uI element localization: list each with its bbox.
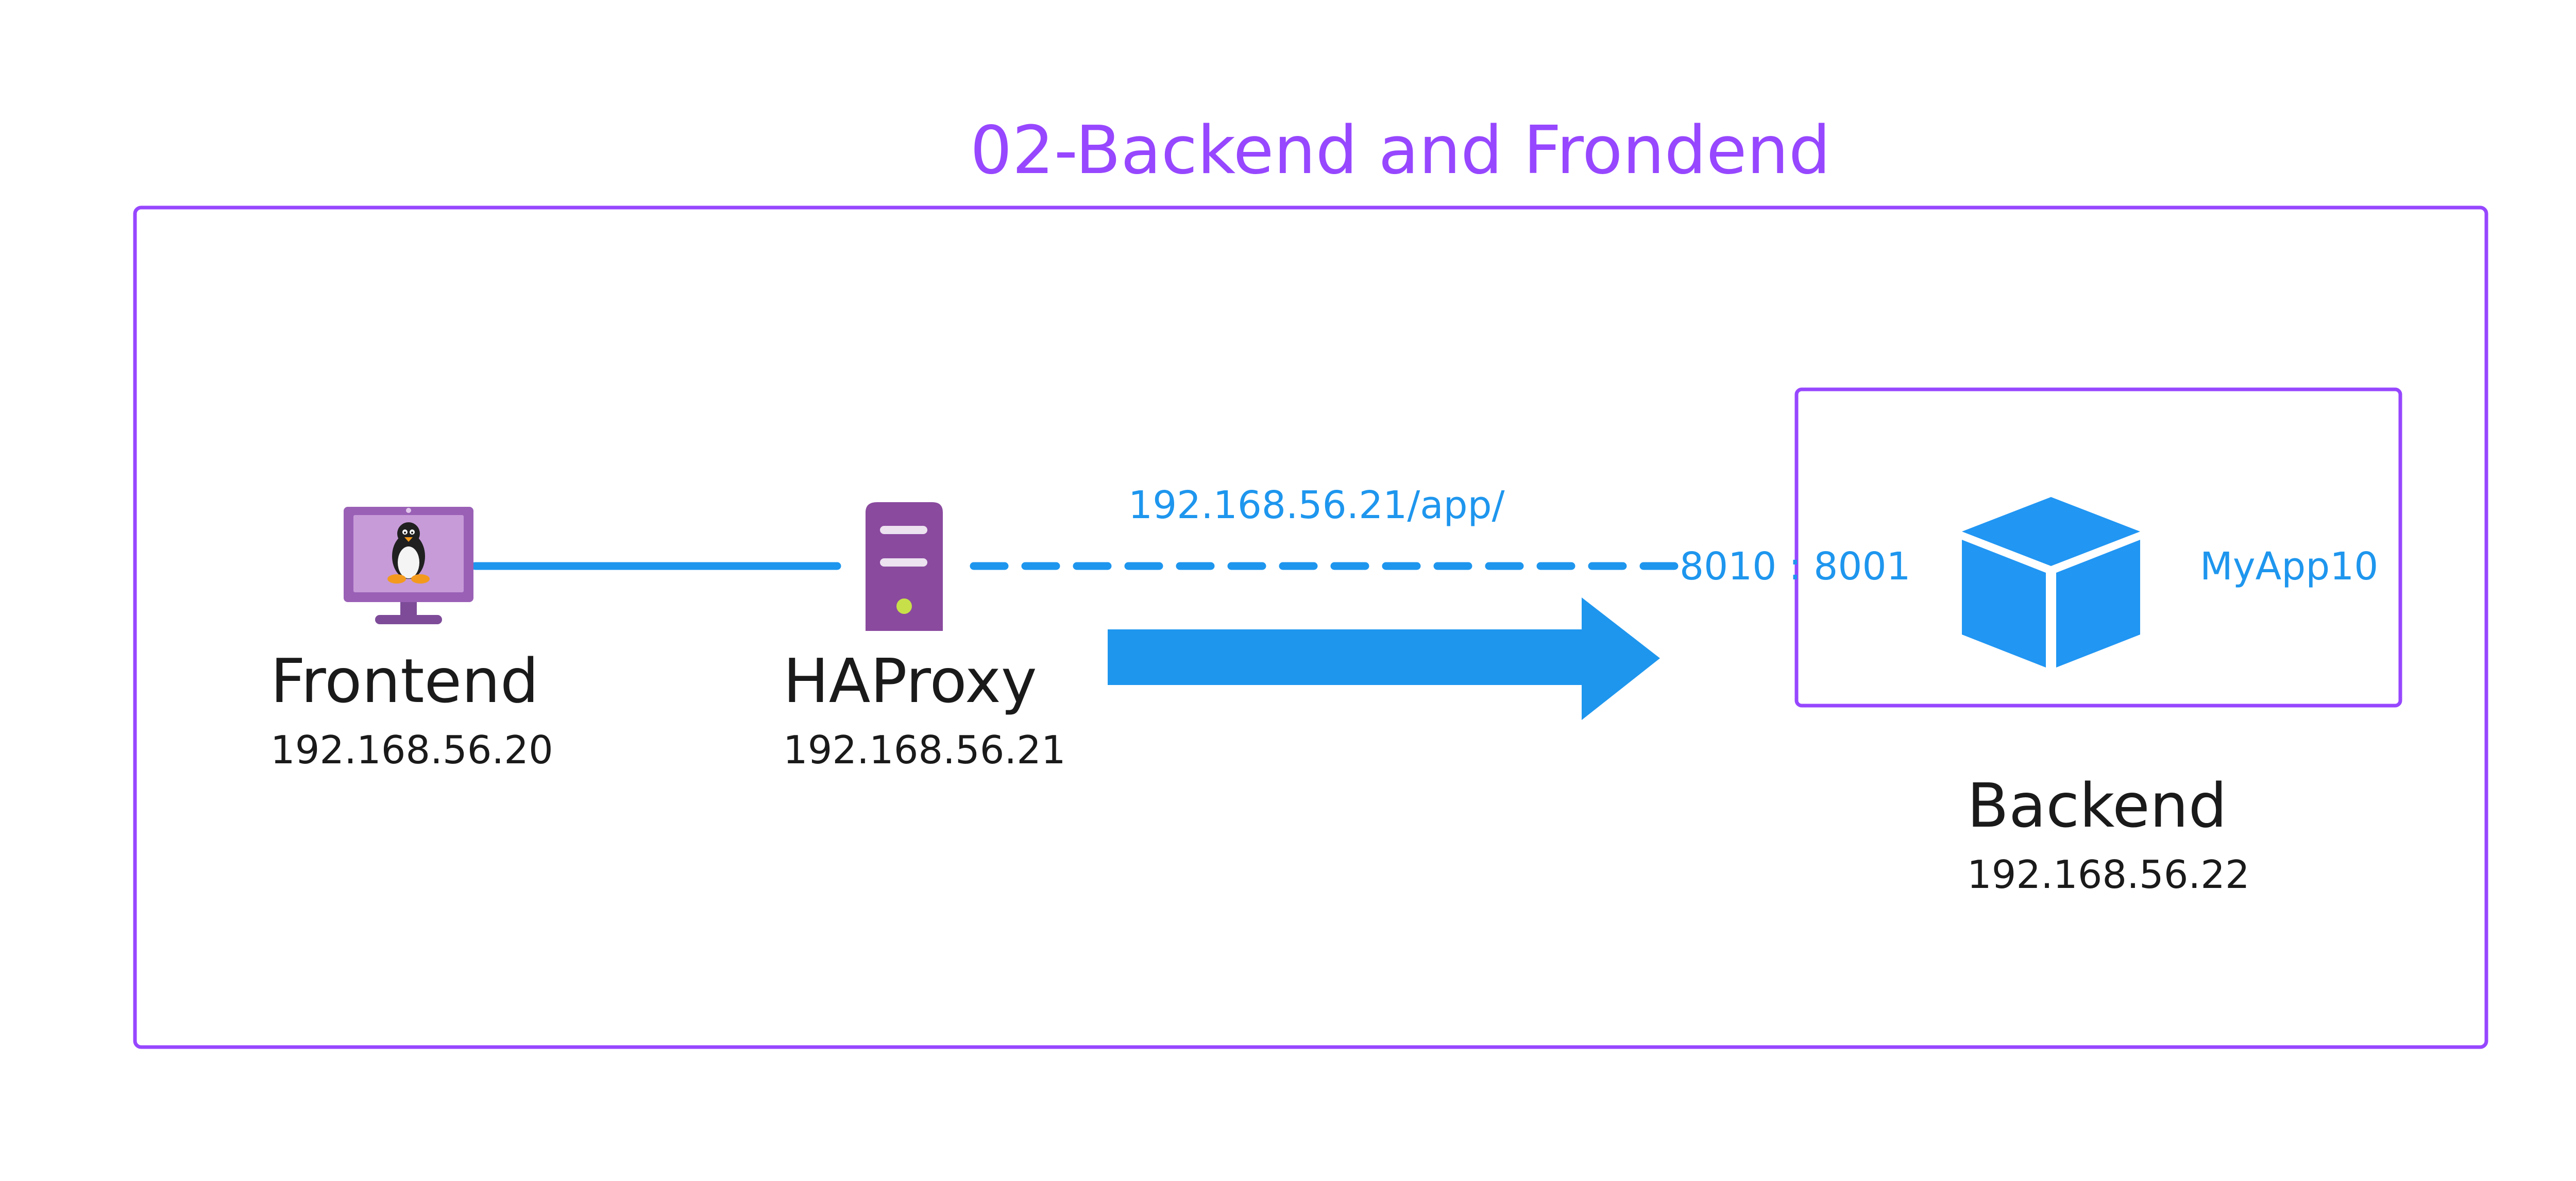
frontend-label: Frontend [270, 645, 539, 716]
diagram-title: 02-Backend and Frondend [970, 112, 1831, 189]
cube-icon [1962, 497, 2140, 667]
backend-label: Backend [1967, 770, 2227, 841]
backend-ip: 192.168.56.22 [1967, 852, 2250, 897]
app-name-label: MyApp10 [2200, 544, 2378, 589]
flow-arrow-icon [1108, 597, 1660, 720]
frontend-ip: 192.168.56.20 [270, 727, 553, 773]
backend-container [1794, 387, 2402, 708]
haproxy-ip: 192.168.56.21 [783, 727, 1066, 773]
server-icon [866, 502, 943, 631]
port-mapping-label: 8010 : 8001 [1680, 544, 1911, 589]
haproxy-label: HAProxy [783, 645, 1037, 716]
route-url-label: 192.168.56.21/app/ [1128, 483, 1505, 527]
linux-desktop-icon [344, 507, 473, 624]
outer-container [133, 206, 2488, 1049]
